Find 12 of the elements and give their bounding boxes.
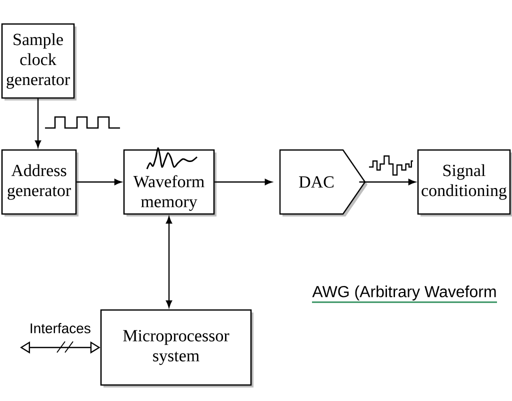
process-box: Waveform memory [123, 149, 216, 216]
arrow [76, 178, 122, 186]
arrow [34, 98, 42, 148]
process-box: Sample clock generator [1, 23, 76, 100]
edge-label: Interfaces [30, 323, 90, 334]
arrow [166, 216, 172, 308]
arrow [214, 178, 272, 186]
process-box: Signal conditioning [417, 149, 512, 216]
process-box: Microprocessor system [100, 309, 254, 388]
note-text: AWG (Arbitrary Waveform [312, 286, 496, 300]
process-box: Address generator [1, 149, 78, 216]
arrow [359, 178, 416, 186]
